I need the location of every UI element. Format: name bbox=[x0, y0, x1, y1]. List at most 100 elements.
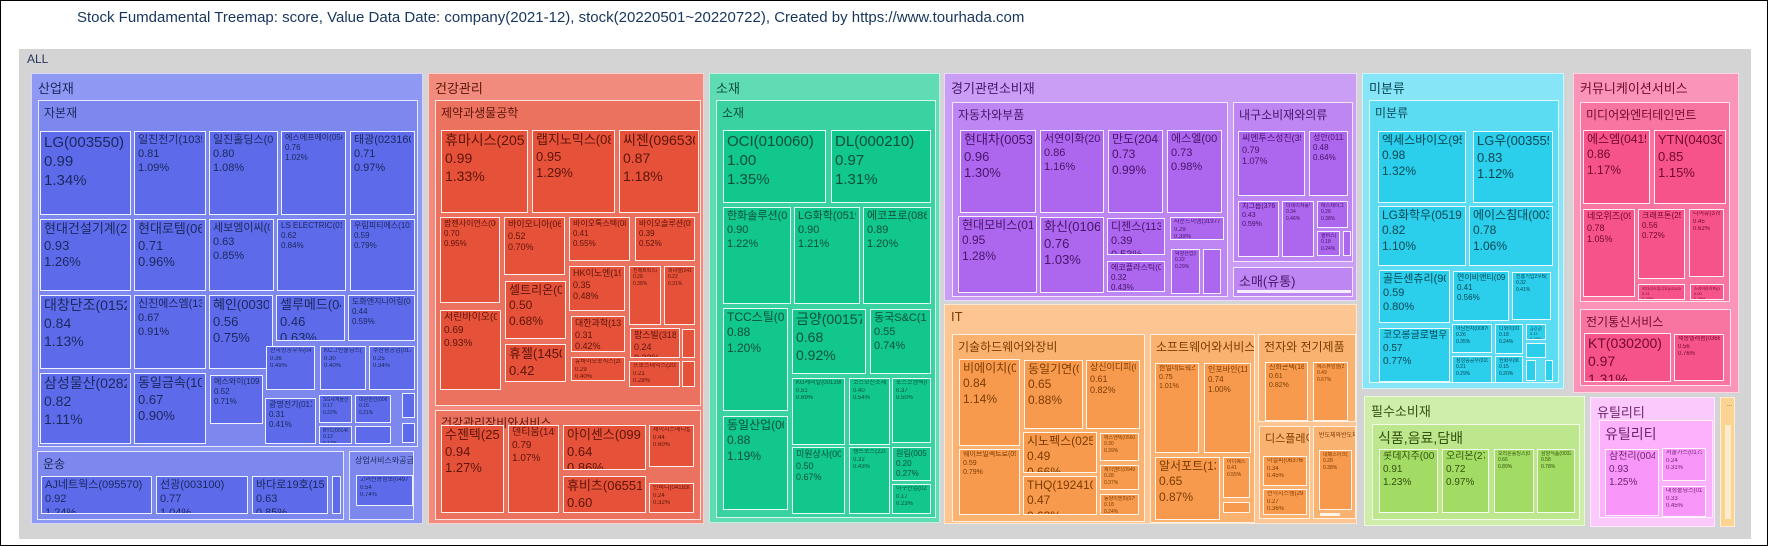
stock-tile-도화엔지니어링(002150)[interactable]: 도화엔지니어링(002150)0.440.59% bbox=[348, 295, 415, 341]
stock-tile-아이센스(099190)[interactable]: 아이센스(099190)0.640.86% bbox=[563, 425, 646, 470]
stock-tile-blank[interactable] bbox=[1526, 360, 1536, 381]
stock-tile-금강공업우(014285)[interactable]: 금강공업우(014285)0.120.16% bbox=[1526, 324, 1546, 340]
industry-소프트웨어와서비스[interactable]: 소프트웨어와서비스한일네트웍스(046110)0.751.01%인포바인(115… bbox=[1150, 334, 1255, 523]
stock-tile-한국항공우주(047810)[interactable]: 한국항공우주(047810)0.360.49% bbox=[266, 346, 315, 390]
stock-tile-오리온홀딩스(001800)[interactable]: 오리온홀딩스(001800)0.660.89% bbox=[1494, 449, 1534, 513]
stock-tile-금양(001570)[interactable]: 금양(001570)0.680.92% bbox=[792, 309, 866, 374]
industry-미디어와엔터테인먼트[interactable]: 미디어와엔터테인먼트에스엠(041510)0.861.17%YTN(040300… bbox=[1580, 102, 1730, 302]
stock-tile-덴티움(145720)[interactable]: 덴티움(145720)0.791.07% bbox=[508, 425, 559, 513]
stock-tile-LG우(003555)[interactable]: LG우(003555)0.831.12% bbox=[1473, 131, 1553, 203]
stock-tile-바다로19호(155900)[interactable]: 바다로19호(155900)0.630.85% bbox=[252, 476, 328, 514]
stock-tile-코스모신소재(005070)[interactable]: 코스모신소재(005070)0.400.54% bbox=[849, 378, 890, 445]
stock-tile-한화솔루션(009830)[interactable]: 한화솔루션(009830)0.901.22% bbox=[723, 207, 791, 304]
stock-tile-덕양산업(024900)[interactable]: 덕양산업(024900)0.220.29% bbox=[1171, 249, 1200, 294]
stock-tile-디젠스(113810)[interactable]: 디젠스(113810)0.390.53% bbox=[1107, 218, 1165, 255]
stock-tile-인포바인(115310)[interactable]: 인포바인(115310)0.741.00% bbox=[1204, 363, 1251, 453]
stock-tile-알서포트(131370)[interactable]: 알서포트(131370)0.650.87% bbox=[1155, 457, 1220, 520]
stock-tile-팜스빌(318010)[interactable]: 팜스빌(318010)0.240.33% bbox=[630, 328, 680, 358]
stock-tile-골든센츄리(900280)[interactable]: 골든센츄리(900280)0.590.80% bbox=[1379, 270, 1450, 323]
stock-tile-휴젤(145020)[interactable]: 휴젤(145020)0.420.57% bbox=[505, 344, 566, 382]
sector-건강관리[interactable]: 건강관리제약과생물공학휴마시스(205470)0.991.33%랩지노믹스(08… bbox=[428, 73, 704, 524]
stock-tile-삼성물산(028260)[interactable]: 삼성물산(028260)0.821.11% bbox=[40, 373, 131, 444]
stock-tile-TCC스틸(002710)[interactable]: TCC스틸(002710)0.881.20% bbox=[723, 308, 788, 411]
stock-tile-수젠텍(253840)[interactable]: 수젠텍(253840)0.941.27% bbox=[441, 425, 504, 513]
industry-기술하드웨어와장비[interactable]: 기술하드웨어와장비비에이치(090460)0.841.14%동일기연(03296… bbox=[952, 334, 1145, 522]
industry-유틸리티[interactable]: 유틸리티삼천리(004690)0.931.25%서울가스(017390)0.24… bbox=[1599, 420, 1713, 518]
stock-tile-지그룹(376190)[interactable]: 지그룹(376190)0.430.59% bbox=[1238, 201, 1279, 257]
stock-tile-일진전기(103590)[interactable]: 일진전기(103590)0.811.09% bbox=[134, 131, 206, 215]
stock-tile-비에이치(090460)[interactable]: 비에이치(090460)0.841.14% bbox=[959, 359, 1020, 446]
stock-tile-LG화학우(051915)[interactable]: LG화학우(051915)0.821.10% bbox=[1378, 206, 1466, 266]
stock-tile-현대차(005380)[interactable]: 현대차(005380)0.961.30% bbox=[960, 130, 1036, 213]
stock-tile-blank[interactable] bbox=[1223, 502, 1250, 513]
stock-tile-윌비스(008600)[interactable]: 윌비스(008600)0.180.24% bbox=[1317, 231, 1340, 256]
stock-tile-삼양식품(003230)[interactable]: 삼양식품(003230)0.580.78% bbox=[1537, 449, 1575, 513]
stock-tile-현대모비스(012330)[interactable]: 현대모비스(012330)0.951.28% bbox=[958, 216, 1037, 293]
industry-전기통신서비스[interactable]: 전기통신서비스KT(030200)0.971.31%세종텔레콤(036630)0… bbox=[1580, 309, 1731, 386]
stock-tile-선익시스템(290550)[interactable]: 선익시스템(290550)0.270.36% bbox=[1263, 489, 1307, 515]
industry-식품,음료,담배[interactable]: 식품,음료,담배롯데지주(004990)0.911.23%오리온(271560)… bbox=[1372, 424, 1580, 520]
stock-tile-화신(010690)[interactable]: 화신(010690)0.761.03% bbox=[1040, 217, 1104, 293]
stock-tile-동일산업(004890)[interactable]: 동일산업(004890)0.881.19% bbox=[723, 416, 788, 510]
stock-tile-대한과학(131220)[interactable]: 대한과학(131220)0.310.42% bbox=[571, 316, 625, 352]
stock-tile-대원전선(006340)[interactable]: 대원전선(006340)0.160.21% bbox=[355, 395, 391, 423]
stock-tile-서연이화(200880)[interactable]: 서연이화(200880)0.861.16% bbox=[1040, 130, 1104, 213]
stock-tile-blank[interactable] bbox=[1545, 360, 1553, 381]
stock-tile-blank[interactable] bbox=[402, 393, 415, 418]
stock-tile-진흥기업2우B(002995)[interactable]: 진흥기업2우B(002995)0.320.41% bbox=[1512, 272, 1551, 320]
stock-tile-일진홀딩스(015860)[interactable]: 일진홀딩스(015860)0.801.08% bbox=[209, 131, 278, 215]
stock-tile-연이비앤티(090740)[interactable]: 연이비앤티(090740)0.410.56% bbox=[1453, 271, 1509, 321]
sector-유틸리티[interactable]: 유틸리티유틸리티삼천리(004690)0.931.25%서울가스(017390)… bbox=[1590, 397, 1715, 527]
stock-tile-크래프톤(259960)[interactable]: 크래프톤(259960)0.560.72% bbox=[1638, 209, 1685, 279]
stock-tile-한화우(000885)[interactable]: 한화우(000885)0.150.20% bbox=[1495, 356, 1523, 382]
stock-tile-광명전기(017040)[interactable]: 광명전기(017040)0.310.41% bbox=[265, 398, 316, 444]
industry-내구소비재와의류[interactable]: 내구소비재와의류씨엔투스성진(352700)0.791.07%성안(011300… bbox=[1233, 102, 1353, 262]
stock-tile-프로스테믹스(203690)[interactable]: 프로스테믹스(203690)0.210.28% bbox=[629, 361, 680, 387]
stock-tile-만도(204320)[interactable]: 만도(204320)0.730.99% bbox=[1108, 130, 1163, 213]
stock-tile-디어유(376300)[interactable]: 디어유(376300)0.450.62% bbox=[1689, 209, 1724, 277]
sector-산업재[interactable]: 산업재자본재LG(003550)0.991.34%일진전기(103590)0.8… bbox=[31, 73, 423, 524]
stock-tile-blank[interactable] bbox=[355, 426, 391, 444]
stock-tile-스카이라이프(053210)[interactable]: 스카이라이프(053210)0.200.26% bbox=[1690, 284, 1724, 300]
stock-tile-에스엠(041510)[interactable]: 에스엠(041510)0.861.17% bbox=[1583, 130, 1650, 204]
industry-제약과생물공학[interactable]: 제약과생물공학휴마시스(205470)0.991.33%랩지노믹스(084650… bbox=[435, 100, 701, 406]
stock-tile-에스엔텍(056090)[interactable]: 에스엔텍(056090)0.300.39% bbox=[1100, 433, 1139, 461]
stock-tile-현대로템(064350)[interactable]: 현대로템(064350)0.710.96% bbox=[134, 219, 206, 291]
sector-필수소비재[interactable]: 필수소비재식품,음료,담배롯데지주(004990)0.911.23%오리온(27… bbox=[1364, 396, 1585, 526]
stock-tile-blank[interactable] bbox=[1526, 343, 1546, 358]
stock-tile-휴마시스(205470)[interactable]: 휴마시스(205470)0.991.33% bbox=[441, 130, 528, 213]
stock-tile-이구산업(025820)[interactable]: 이구산업(025820)0.170.23% bbox=[892, 484, 931, 514]
stock-tile-LS ELECTRIC(010120)[interactable]: LS ELECTRIC(010120)0.620.84% bbox=[277, 219, 346, 291]
stock-tile-서울가스(017390)[interactable]: 서울가스(017390)0.240.31% bbox=[1662, 448, 1706, 481]
all-container[interactable]: ALL 산업재자본재LG(003550)0.991.34%일진전기(103590… bbox=[19, 49, 1751, 539]
stock-tile-셀루메드(049180)[interactable]: 셀루메드(049180)0.460.63% bbox=[276, 295, 345, 341]
stock-tile-롯데지주(004990)[interactable]: 롯데지주(004990)0.911.23% bbox=[1379, 449, 1438, 513]
stock-tile-신진에스엠(138070)[interactable]: 신진에스엠(138070)0.670.91% bbox=[134, 295, 206, 369]
stock-tile-포스코엠텍(009520)[interactable]: 포스코엠텍(009520)0.370.50% bbox=[892, 378, 931, 443]
stock-tile-현대건설기계(267270)[interactable]: 현대건설기계(267270)0.931.26% bbox=[40, 219, 131, 291]
stock-tile-대성홀딩스(016710)[interactable]: 대성홀딩스(016710)0.330.45% bbox=[1662, 486, 1706, 517]
stock-tile-YTN(040300)[interactable]: YTN(040300)0.851.15% bbox=[1654, 130, 1726, 204]
stock-tile-SG세계물산(004060)[interactable]: SG세계물산(004060)0.170.22% bbox=[319, 395, 352, 423]
industry-자동차와부품[interactable]: 자동차와부품현대차(005380)0.961.30%서연이화(200880)0.… bbox=[952, 102, 1228, 297]
stock-tile-blank[interactable] bbox=[402, 423, 415, 443]
stock-tile-엑세스바이오(950130)[interactable]: 엑세스바이오(950130)0.981.32% bbox=[1378, 131, 1466, 203]
sector-IT[interactable]: IT기술하드웨어와장비비에이치(090460)0.841.14%동일기연(032… bbox=[944, 304, 1357, 524]
industry-건강관리장비와서비스[interactable]: 건강관리장비와서비스수젠텍(253840)0.941.27%덴티움(145720… bbox=[435, 410, 701, 520]
stock-tile-진매트릭스(109820)[interactable]: 진매트릭스(109820)0.280.38% bbox=[629, 266, 661, 325]
stock-tile-코오롱글로벌우(003075)[interactable]: 코오롱글로벌우(003075)0.570.77% bbox=[1379, 328, 1450, 382]
stock-tile-동일기연(032960)[interactable]: 동일기연(032960)0.650.88% bbox=[1024, 360, 1083, 429]
stock-tile-HK이노엔(195940)[interactable]: HK이노엔(195940)0.350.48% bbox=[569, 266, 625, 311]
stock-tile-바이오니아(064550)[interactable]: 바이오니아(064550)0.520.70% bbox=[504, 217, 565, 275]
stock-tile-우림피티에스(101170)[interactable]: 우림피티에스(101170)0.590.79% bbox=[350, 219, 415, 291]
stock-tile-디와이(013570)[interactable]: 디와이(013570)0.180.24% bbox=[1495, 324, 1523, 354]
